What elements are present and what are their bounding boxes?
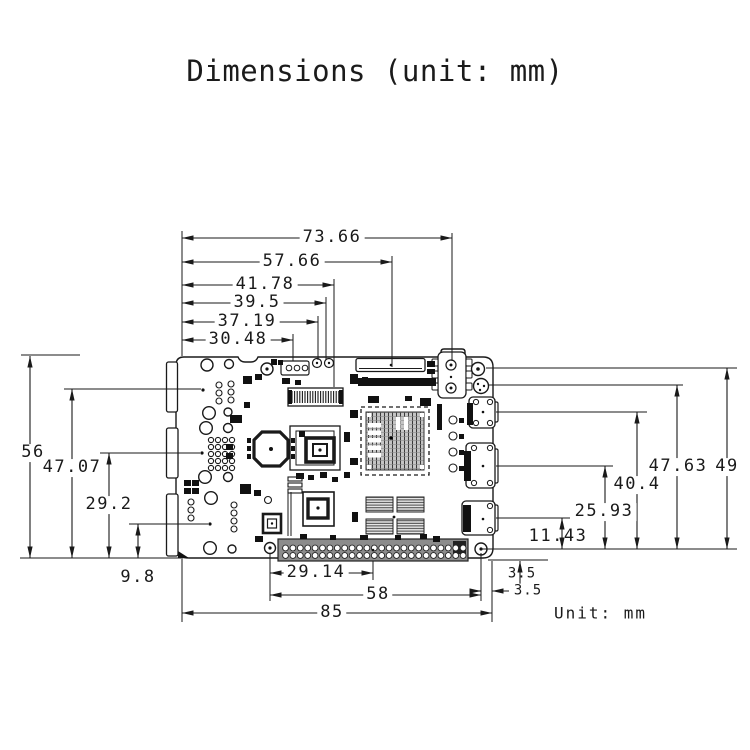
dim-label-top-4: 37.19 (214, 312, 280, 331)
dim-label-left-1: 47.07 (39, 458, 105, 477)
dim-label-right-0: 47.63 (645, 457, 711, 476)
hole-arrays (187, 380, 458, 533)
dim-label-offset-horizontal: 3.5 (511, 582, 545, 599)
dim-label-top-3: 39.5 (230, 293, 284, 312)
offset-arrows (469, 561, 523, 594)
bga-socket-dashed (360, 406, 430, 476)
dim-label-top-1: 57.66 (259, 252, 325, 271)
qfp-chip-main (247, 430, 295, 468)
soc-bga-chip (289, 425, 341, 471)
memory-pads (365, 496, 425, 535)
dim-label-top-0: 73.66 (299, 228, 365, 247)
dim-label-right-4: 11.43 (528, 526, 588, 547)
dim-label-right-1: 49 (712, 457, 742, 476)
dim-label-left-0: 56 (18, 443, 48, 462)
qfp-chip-secondary (287, 491, 335, 536)
top-connectors (271, 351, 473, 399)
passive-components (184, 374, 464, 542)
dim-label-left-3: 9.8 (117, 568, 159, 587)
screw-holes (470, 361, 490, 395)
dim-label-bottom-0: 29.14 (283, 563, 349, 582)
datum-dots (200, 388, 212, 526)
page-title: Dimensions (unit: mm) (186, 54, 564, 88)
left-edge-connectors (165, 361, 179, 557)
qfp-chip-small (261, 512, 283, 535)
ffc-connector (287, 387, 344, 407)
dim-label-top-5: 30.48 (205, 330, 271, 349)
extension-lines (20, 231, 737, 622)
dim-label-right-3: 25.93 (571, 502, 637, 521)
dim-label-right-2: 40.4 (610, 475, 664, 494)
dim-label-offset-vertical: 3.5 (507, 565, 537, 582)
dim-label-left-2: 29.2 (82, 495, 136, 514)
dim-label-bottom-2: 85 (317, 603, 347, 622)
right-edge-connectors (461, 396, 499, 536)
dim-label-top-2: 41.78 (232, 275, 298, 294)
unit-note: Unit: mm (554, 603, 648, 623)
dim-label-bottom-1: 58 (363, 585, 393, 604)
gpio-pin-header (277, 538, 469, 562)
